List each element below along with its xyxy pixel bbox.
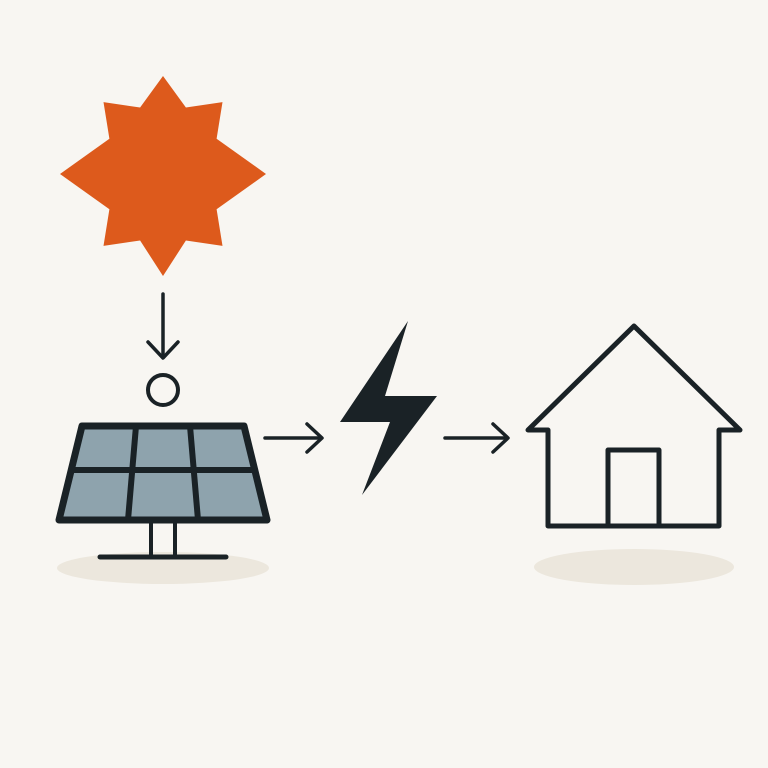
sun-star-shape: [60, 76, 266, 276]
sun-icon: [60, 76, 266, 276]
house-door: [605, 447, 662, 526]
panel-grid-vertical-2: [187, 425, 201, 521]
panel-sensor-circle: [146, 373, 180, 407]
arrow-down-icon: [146, 292, 180, 360]
arrow-right-icon: [263, 422, 324, 454]
solar-panel-icon: [55, 422, 271, 584]
panel-ground-shadow: [57, 552, 269, 584]
house-icon: [525, 323, 743, 585]
house-ground-shadow: [534, 549, 734, 585]
bolt-shape: [340, 321, 437, 495]
panel-grid-vertical-1: [125, 425, 139, 521]
lightning-bolt-icon: [340, 321, 437, 495]
arrow-right-icon: [443, 422, 510, 454]
house-outline: [525, 323, 743, 529]
